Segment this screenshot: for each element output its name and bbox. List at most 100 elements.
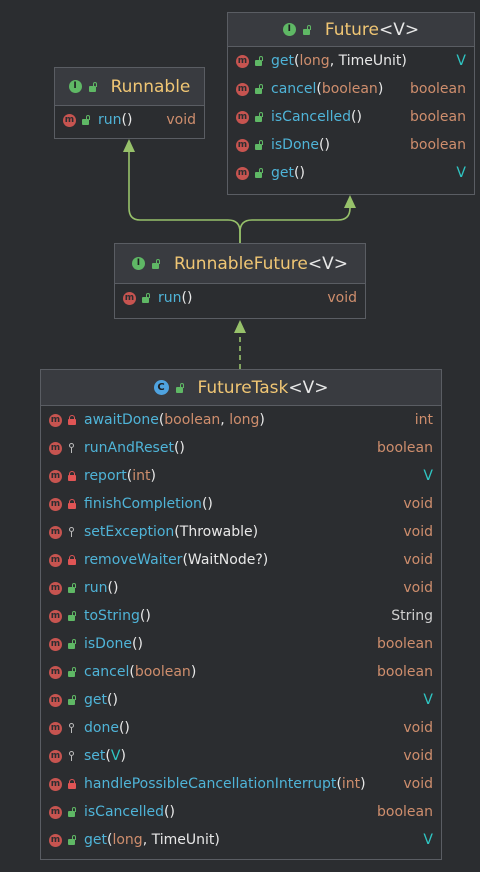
method-icon: m (49, 469, 62, 483)
method-params: () (201, 496, 213, 512)
method-params: (int) (336, 776, 366, 792)
public-icon (88, 82, 98, 92)
method-params: (long, TimeUnit) (294, 53, 407, 69)
futuretask-header: C FutureTask<V> (41, 370, 441, 406)
protected-icon (67, 751, 77, 761)
method-icon: m (49, 833, 62, 847)
method-params: () (351, 109, 362, 125)
return-type: V (456, 165, 466, 181)
public-icon (141, 293, 151, 303)
param-type: int (132, 468, 151, 484)
interface-icon: I (68, 80, 82, 93)
public-icon (254, 140, 264, 150)
method-icon: m (49, 581, 62, 595)
return-type: V (423, 832, 433, 848)
param-type: V (110, 748, 121, 764)
method-name: cancel (271, 81, 317, 97)
param-type: boolean (134, 664, 191, 680)
class-icon: C (153, 380, 169, 395)
method-name: run (98, 112, 122, 128)
return-type: int (414, 412, 433, 428)
public-icon (254, 56, 264, 66)
return-type: void (327, 290, 357, 306)
protected-icon (67, 723, 77, 733)
public-icon (67, 611, 77, 621)
method-name: isCancelled (271, 109, 352, 125)
return-type: void (403, 496, 433, 512)
method-icon: m (49, 413, 62, 427)
protected-icon (67, 527, 77, 537)
method-params: () (173, 440, 185, 456)
param-type: long (299, 53, 330, 69)
method-icon: m (49, 805, 62, 819)
futuretask-title: FutureTask<V> (198, 378, 329, 398)
protected-icon (67, 443, 77, 453)
return-type: void (403, 524, 433, 540)
method-icon: m (236, 110, 249, 124)
method-icon: m (49, 497, 62, 511)
future-title: Future<V> (325, 20, 419, 40)
method-icon: m (49, 693, 62, 707)
interface-icon: I (282, 23, 296, 36)
public-icon (67, 667, 77, 677)
method-name: handlePossibleCancellationInterrupt (84, 776, 337, 792)
method-name: get (271, 165, 294, 181)
method-params: () (121, 112, 133, 128)
method-params: (WaitNode?) (182, 552, 269, 568)
runnable-header: I Runnable (55, 68, 204, 106)
method-params: () (107, 580, 119, 596)
param-type: , TimeUnit (329, 53, 402, 69)
return-type: void (403, 580, 433, 596)
future-type-param: <V> (379, 19, 420, 40)
method-icon: m (49, 609, 62, 623)
public-icon (254, 84, 264, 94)
method-name: get (271, 53, 294, 69)
method-params: (boolean, long) (158, 412, 265, 428)
public-icon (81, 115, 91, 125)
runnable-name: Runnable (110, 76, 191, 97)
method-row[interactable]: m run() void (41, 574, 441, 602)
method-params: () (139, 608, 151, 624)
public-icon (67, 583, 77, 593)
method-name: run (84, 580, 108, 596)
return-type: String (391, 608, 433, 624)
return-type: void (403, 776, 433, 792)
public-icon (175, 383, 185, 393)
public-icon (254, 112, 264, 122)
method-name: runAndReset (84, 440, 174, 456)
method-params: () (181, 290, 193, 306)
public-icon (67, 807, 77, 817)
public-icon (67, 835, 77, 845)
method-name: removeWaiter (84, 552, 183, 568)
method-icon: m (49, 441, 62, 455)
method-name: set (84, 748, 106, 764)
return-type: boolean (377, 664, 433, 680)
